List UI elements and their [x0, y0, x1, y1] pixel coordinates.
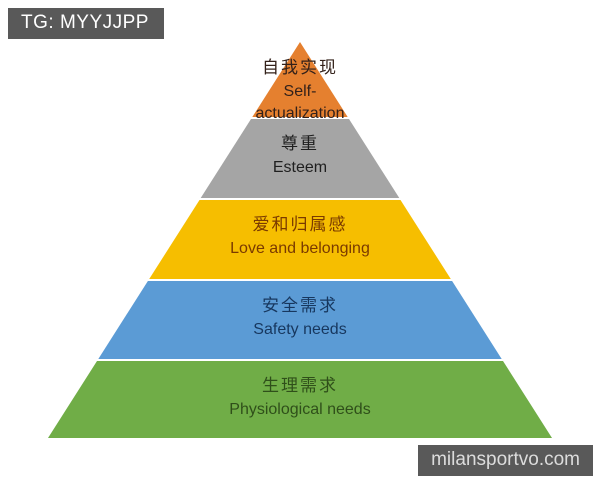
- telegram-tag-badge: TG: MYYJJPP: [8, 8, 164, 39]
- site-watermark: milansportvo.com: [418, 445, 593, 476]
